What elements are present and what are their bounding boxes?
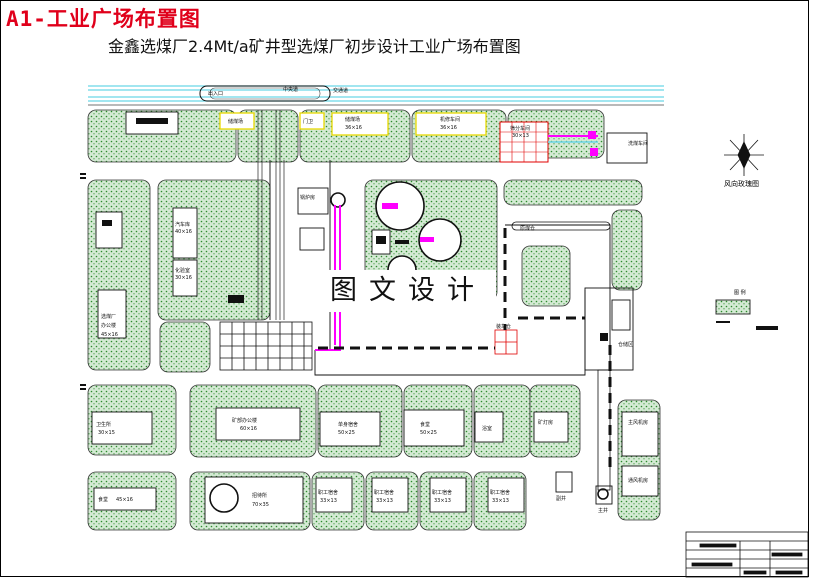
label-dorm-c-size: 33×13	[434, 498, 451, 504]
rail-loop	[199, 85, 331, 102]
label-plant-office-size: 45×16	[101, 332, 118, 338]
label-boiler: 锅炉房	[300, 194, 315, 201]
label-plant-office: 选煤厂	[101, 313, 116, 320]
label-dorm-c: 职工宿舍	[432, 489, 452, 496]
label-car-size: 40×16	[175, 229, 192, 235]
incline-belt	[511, 221, 611, 491]
compass-rose	[724, 134, 764, 176]
rail-label-1: 出入口	[208, 90, 223, 97]
label-hall-size: 50×25	[338, 430, 355, 436]
label-canteen: 食堂	[420, 421, 430, 428]
shaft-corridor	[257, 110, 285, 320]
coal-yard-grid	[219, 321, 518, 371]
label-right-mid: 仓储区	[618, 341, 633, 348]
label-chem-size: 30×16	[175, 275, 192, 281]
compass-label: 风向玫瑰图	[724, 179, 759, 188]
watermark-text: 图文设计	[320, 270, 496, 312]
label-dorm-d-size: 33×13	[492, 498, 509, 504]
rail-label-3: 交通道	[333, 87, 348, 94]
label-office: 矿部办公楼	[232, 417, 257, 424]
label-storage-size: 36×16	[345, 125, 362, 131]
label-shaft-2: 主井	[598, 507, 608, 514]
legend-title: 图 例	[734, 289, 746, 296]
label-screen-size: 30×13	[512, 133, 529, 139]
label-right-1: 装车仓	[496, 323, 511, 330]
label-canteen-size: 50×25	[420, 430, 437, 436]
label-school: 食堂	[98, 496, 108, 503]
label-chem: 化验室	[175, 267, 190, 274]
label-car: 汽车库	[175, 221, 190, 228]
label-office-size: 60×16	[240, 426, 257, 432]
label-dorm-b: 职工宿舍	[374, 489, 394, 496]
edge-markers	[80, 173, 86, 390]
railway-lines	[88, 85, 664, 106]
label-shower: 浴室	[482, 425, 492, 432]
label-screen: 筛分车间	[510, 125, 530, 132]
label-dorm-a-size: 33×13	[320, 498, 337, 504]
sheet-title: A1-工业广场布置图	[6, 7, 201, 31]
green-lots	[87, 109, 661, 531]
label-hospital-size: 30×15	[98, 430, 115, 436]
label-gate: 门卫	[303, 118, 313, 125]
label-fan: 主风机房	[628, 419, 648, 426]
legend-box	[715, 299, 778, 330]
label-storage: 储煤场	[345, 116, 360, 123]
label-hospital: 卫生所	[96, 421, 111, 428]
label-hotel-size: 70×35	[252, 502, 269, 508]
label-wash: 洗煤车间	[628, 140, 648, 147]
title-block	[685, 531, 809, 578]
label-shaft-1: 副井	[556, 495, 566, 502]
label-side-bin: 原煤仓	[520, 225, 535, 232]
label-lamp: 矿灯房	[538, 419, 553, 426]
label-storage-a: 储煤场	[228, 118, 243, 125]
label-repair-size: 36×16	[440, 125, 457, 131]
label-dorm-d: 职工宿舍	[490, 489, 510, 496]
label-hall: 单身宿舍	[338, 421, 358, 428]
drawing-subtitle: 金鑫选煤厂2.4Mt/a矿井型选煤厂初步设计工业广场布置图	[108, 37, 521, 56]
label-dorm-b-size: 33×13	[376, 498, 393, 504]
label-dorm-a: 职工宿舍	[318, 489, 338, 496]
label-hotel: 招待所	[252, 492, 267, 499]
label-fan-2: 通风机房	[628, 477, 648, 484]
label-repair: 机修车间	[440, 116, 460, 123]
yellow-buildings	[219, 112, 487, 136]
tank-marks	[382, 203, 434, 242]
rail-label-2: 中央道	[283, 86, 298, 93]
label-school-size: 45×16	[116, 497, 133, 503]
screening-block	[499, 121, 598, 163]
label-plant-office-2: 办公楼	[101, 322, 116, 329]
